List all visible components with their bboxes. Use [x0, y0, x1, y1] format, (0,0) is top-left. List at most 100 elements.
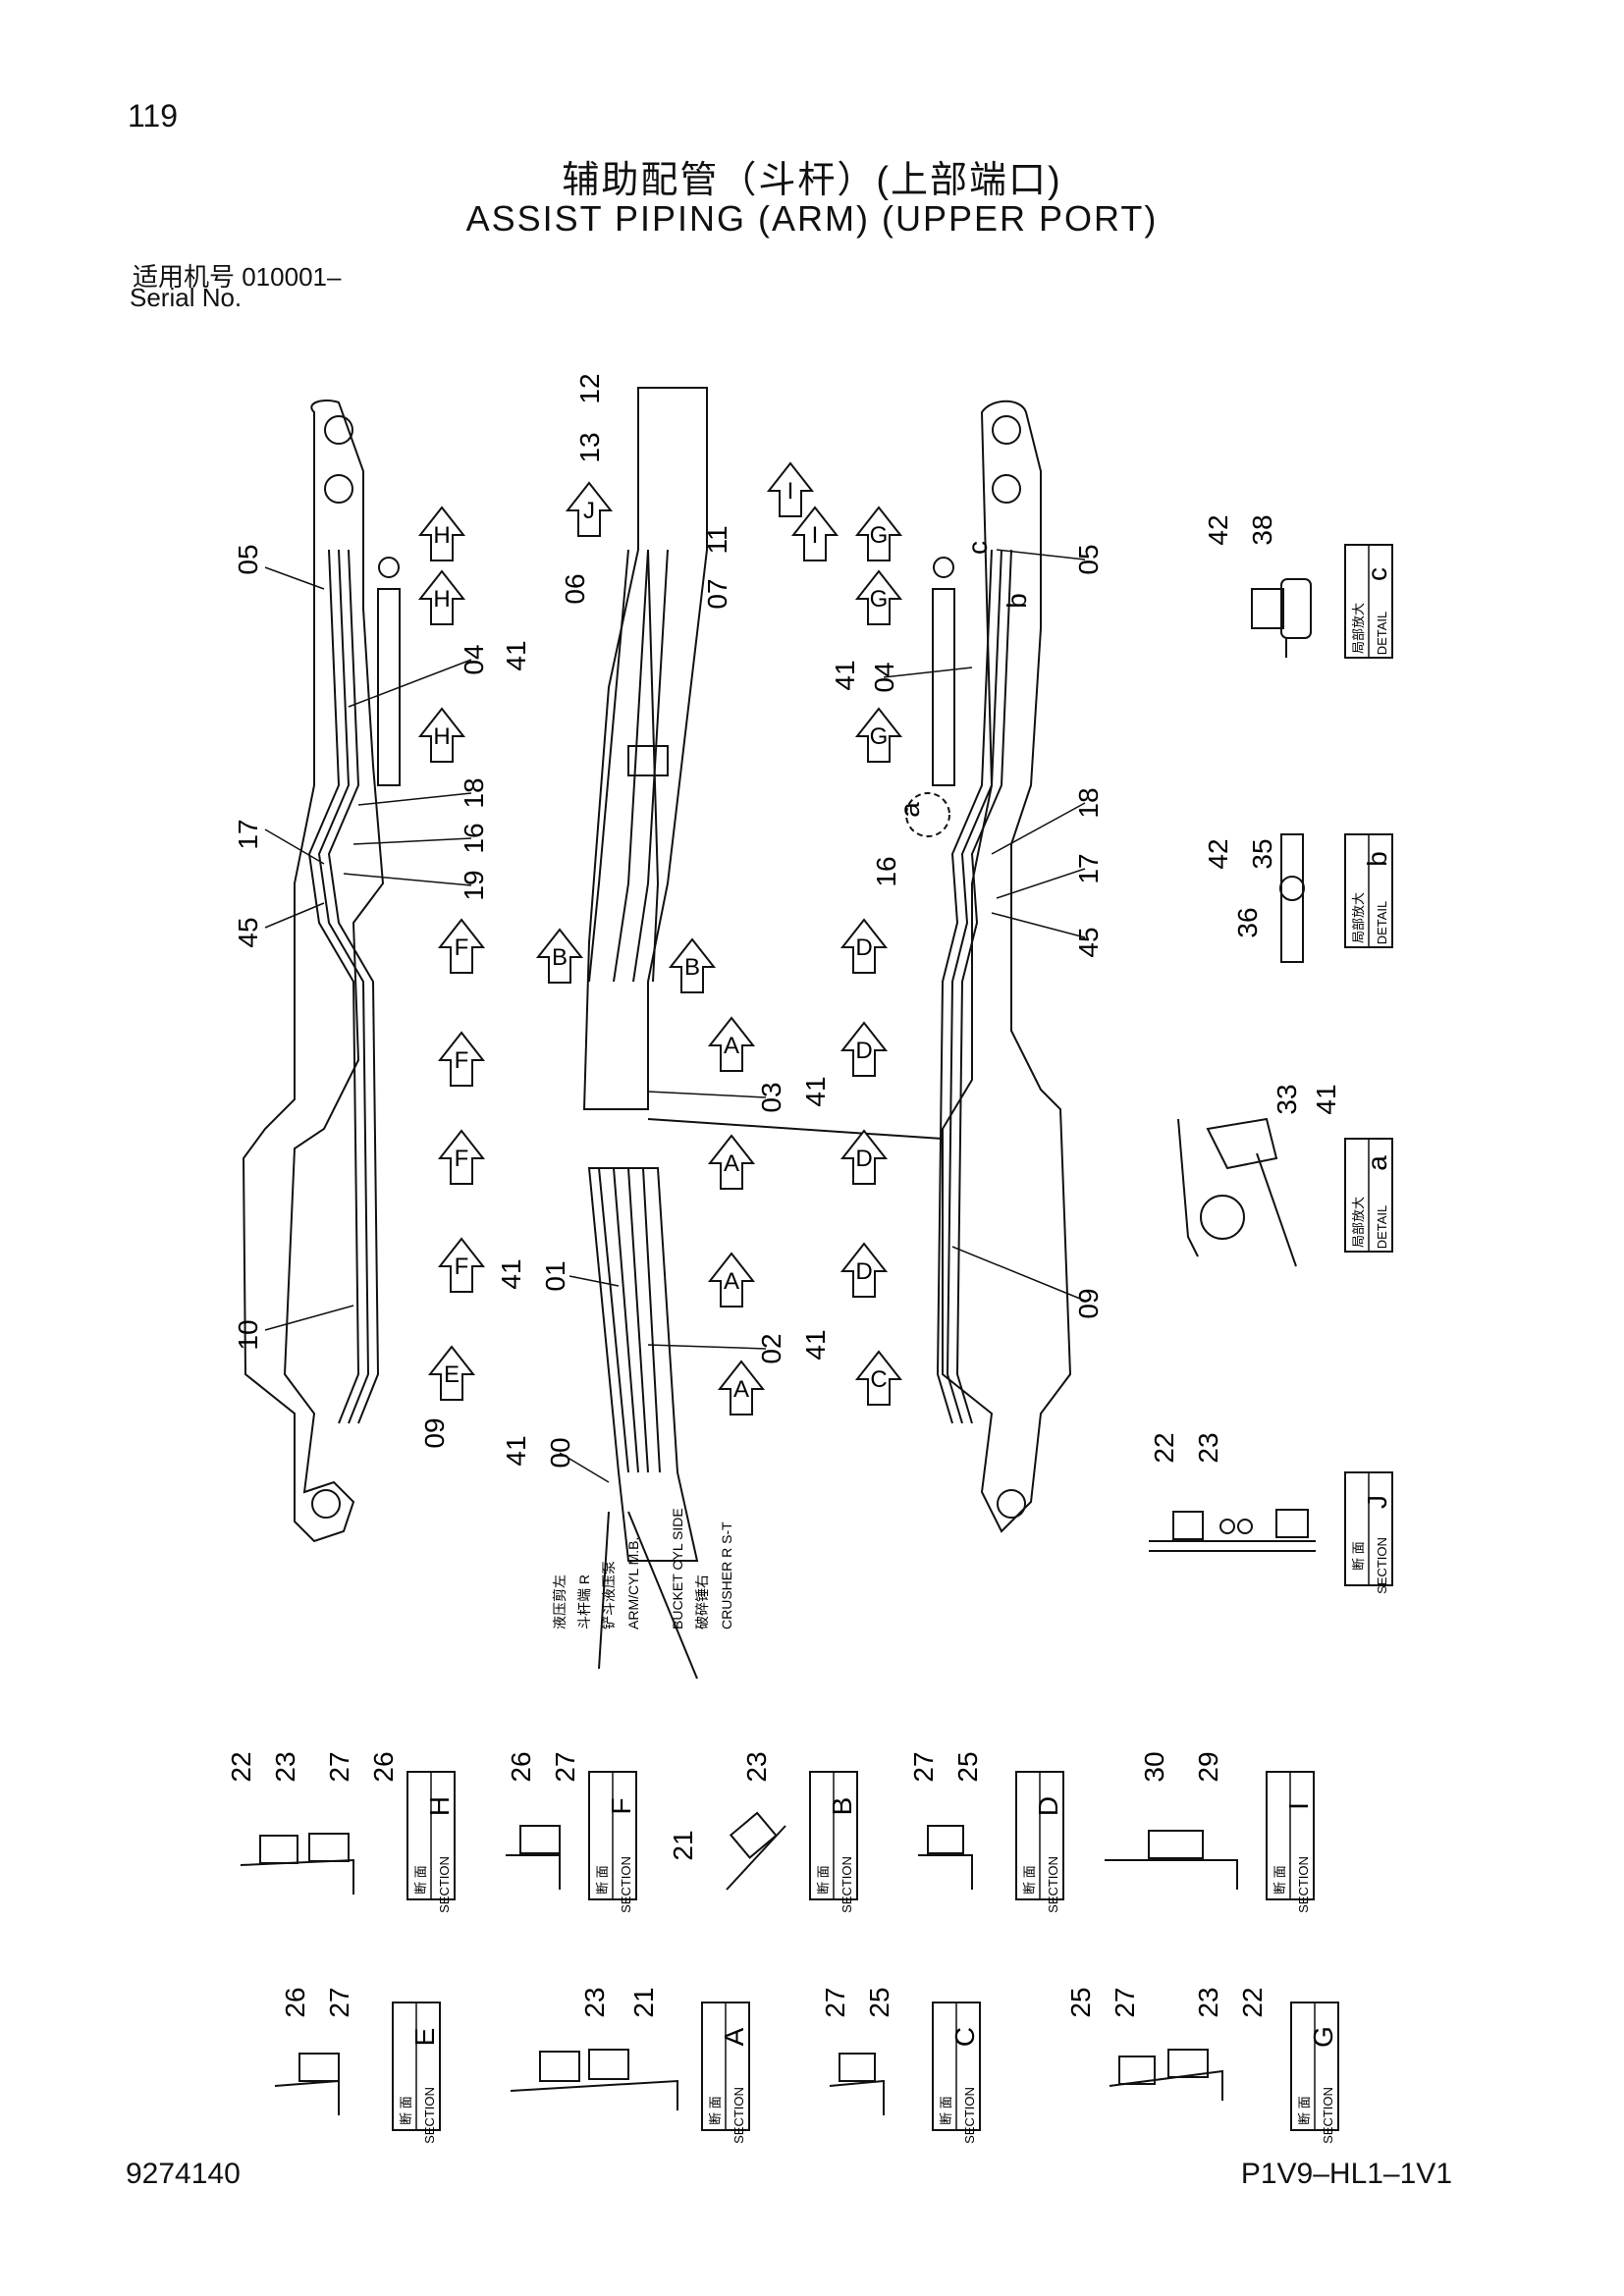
callout: 05 [1073, 544, 1104, 574]
section-letter: G [1308, 2026, 1338, 2048]
callout: 07 [702, 578, 732, 609]
callout: 17 [1073, 853, 1104, 883]
svg-text:SECTION: SECTION [1296, 1856, 1311, 1913]
svg-text:断 面: 断 面 [1022, 1865, 1037, 1895]
detail-b: 局部放大 DETAIL b 42 35 36 [1203, 833, 1393, 963]
svg-text:断 面: 断 面 [1351, 1541, 1366, 1571]
svg-text:38: 38 [1247, 514, 1277, 545]
callout: 19 [459, 870, 489, 900]
section-h: 断 面 SECTION H 22 23 27 26 [226, 1751, 456, 1913]
callout: 16 [871, 856, 901, 886]
page-code: P1V9–HL1–1V1 [1240, 2158, 1452, 2190]
svg-text:27: 27 [324, 1751, 354, 1782]
section-marker: C [870, 1366, 887, 1393]
callout: 41 [800, 1076, 831, 1106]
serial-label-chinese: 适用机号 010001– [133, 262, 342, 292]
section-g: 断 面 SECTION G 25 27 23 22 [1065, 1987, 1339, 2144]
section-marker: D [855, 934, 872, 961]
section-marker: B [684, 954, 700, 981]
callout: 09 [419, 1417, 450, 1448]
svg-text:22: 22 [1149, 1432, 1179, 1463]
section-marker: B [552, 944, 568, 971]
svg-text:断 面: 断 面 [1297, 2096, 1312, 2125]
callout: 41 [800, 1329, 831, 1360]
svg-text:25: 25 [1065, 1987, 1096, 2017]
section-markers: H H H F F F F E J I I B B A A A A G G G … [419, 462, 901, 1415]
callout: 41 [501, 1435, 531, 1466]
hose-labels: 液压剪左 斗杆端 R 铲斗液压泵 破碎锤右 ARM/CYL M.B. BUCKE… [552, 1508, 734, 1629]
svg-text:SECTION: SECTION [839, 1856, 854, 1913]
hose-label: 液压剪左 [552, 1575, 568, 1629]
svg-text:23: 23 [579, 1987, 610, 2017]
svg-text:29: 29 [1193, 1751, 1223, 1782]
svg-text:DETAIL: DETAIL [1375, 612, 1389, 656]
svg-text:SECTION: SECTION [1046, 1856, 1060, 1913]
section-marker: A [733, 1376, 749, 1403]
svg-text:36: 36 [1232, 907, 1263, 937]
svg-text:23: 23 [270, 1751, 300, 1782]
svg-text:23: 23 [1193, 1987, 1223, 2017]
hose-label: BUCKET CYL SIDE [670, 1508, 685, 1629]
section-letter: D [1033, 1796, 1063, 1816]
svg-text:27: 27 [324, 1987, 354, 2017]
center-arm-drawing [582, 387, 944, 1680]
svg-text:42: 42 [1203, 838, 1233, 869]
svg-text:26: 26 [506, 1751, 536, 1782]
callout: 04 [459, 644, 489, 674]
section-letter: B [827, 1797, 857, 1816]
page-number: 119 [128, 98, 179, 133]
serial-label: Serial No. [130, 283, 243, 312]
svg-text:22: 22 [1237, 1987, 1268, 2017]
svg-text:21: 21 [628, 1987, 659, 2017]
section-marker: G [870, 522, 889, 549]
section-marker: H [433, 522, 450, 549]
detail-c: 局部放大 DETAIL c 42 38 [1203, 514, 1393, 659]
section-letter: E [409, 2028, 440, 2047]
hose-label: CRUSHER R S-T [719, 1522, 734, 1629]
section-f: 断 面 SECTION F 26 27 [506, 1751, 637, 1913]
section-marker: D [855, 1146, 872, 1172]
svg-text:SECTION: SECTION [962, 2087, 977, 2144]
section-marker: D [855, 1038, 872, 1064]
section-e: 断 面 SECTION E 26 27 [274, 1987, 441, 2144]
svg-text:42: 42 [1203, 514, 1233, 545]
svg-text:27: 27 [820, 1987, 850, 2017]
svg-text:DETAIL: DETAIL [1375, 901, 1389, 945]
sections-row-2: 断 面 SECTION E 26 27 断 面 SECTION A 23 21 [274, 1987, 1339, 2144]
detail-letter: b [1362, 851, 1392, 867]
section-marker: A [724, 1033, 739, 1059]
svg-text:SECTION: SECTION [437, 1856, 452, 1913]
page-title: ASSIST PIPING (ARM) (UPPER PORT) [465, 198, 1159, 239]
section-marker: H [433, 586, 450, 613]
section-a: 断 面 SECTION A 23 21 [510, 1987, 750, 2144]
section-marker: G [870, 586, 889, 613]
callout: 41 [830, 660, 860, 690]
svg-text:局部放大: 局部放大 [1351, 1197, 1366, 1248]
section-marker: F [455, 1047, 469, 1074]
svg-text:22: 22 [226, 1751, 256, 1782]
svg-text:断 面: 断 面 [1272, 1865, 1287, 1895]
callout: 01 [540, 1260, 570, 1291]
svg-text:21: 21 [668, 1830, 698, 1860]
section-letter: A [719, 2027, 749, 2046]
callout: 17 [233, 819, 263, 849]
callout: 06 [560, 573, 590, 604]
callout: 12 [574, 373, 605, 403]
document-number: 9274140 [126, 2158, 241, 2190]
section-marker: D [855, 1258, 872, 1285]
section-marker: H [433, 723, 450, 750]
section-letter: F [606, 1797, 636, 1814]
svg-text:27: 27 [1110, 1987, 1140, 2017]
sections-row-1: 断 面 SECTION H 22 23 27 26 断 面 SECTION F … [226, 1751, 1315, 1913]
details: 局部放大 DETAIL c 42 38 局部放大 DETAIL b 42 35 … [1149, 514, 1393, 1594]
svg-text:DETAIL: DETAIL [1375, 1205, 1389, 1250]
page-title-chinese: 辅助配管（斗杆）(上部端口) [562, 160, 1062, 201]
callout: 41 [501, 640, 531, 670]
callout: b [1001, 593, 1032, 609]
svg-text:25: 25 [864, 1987, 894, 2017]
detail-a: 局部放大 DETAIL a 33 41 [1177, 1084, 1393, 1267]
section-marker: E [444, 1362, 460, 1388]
svg-text:SECTION: SECTION [731, 2087, 746, 2144]
svg-text:断 面: 断 面 [708, 2096, 723, 2125]
